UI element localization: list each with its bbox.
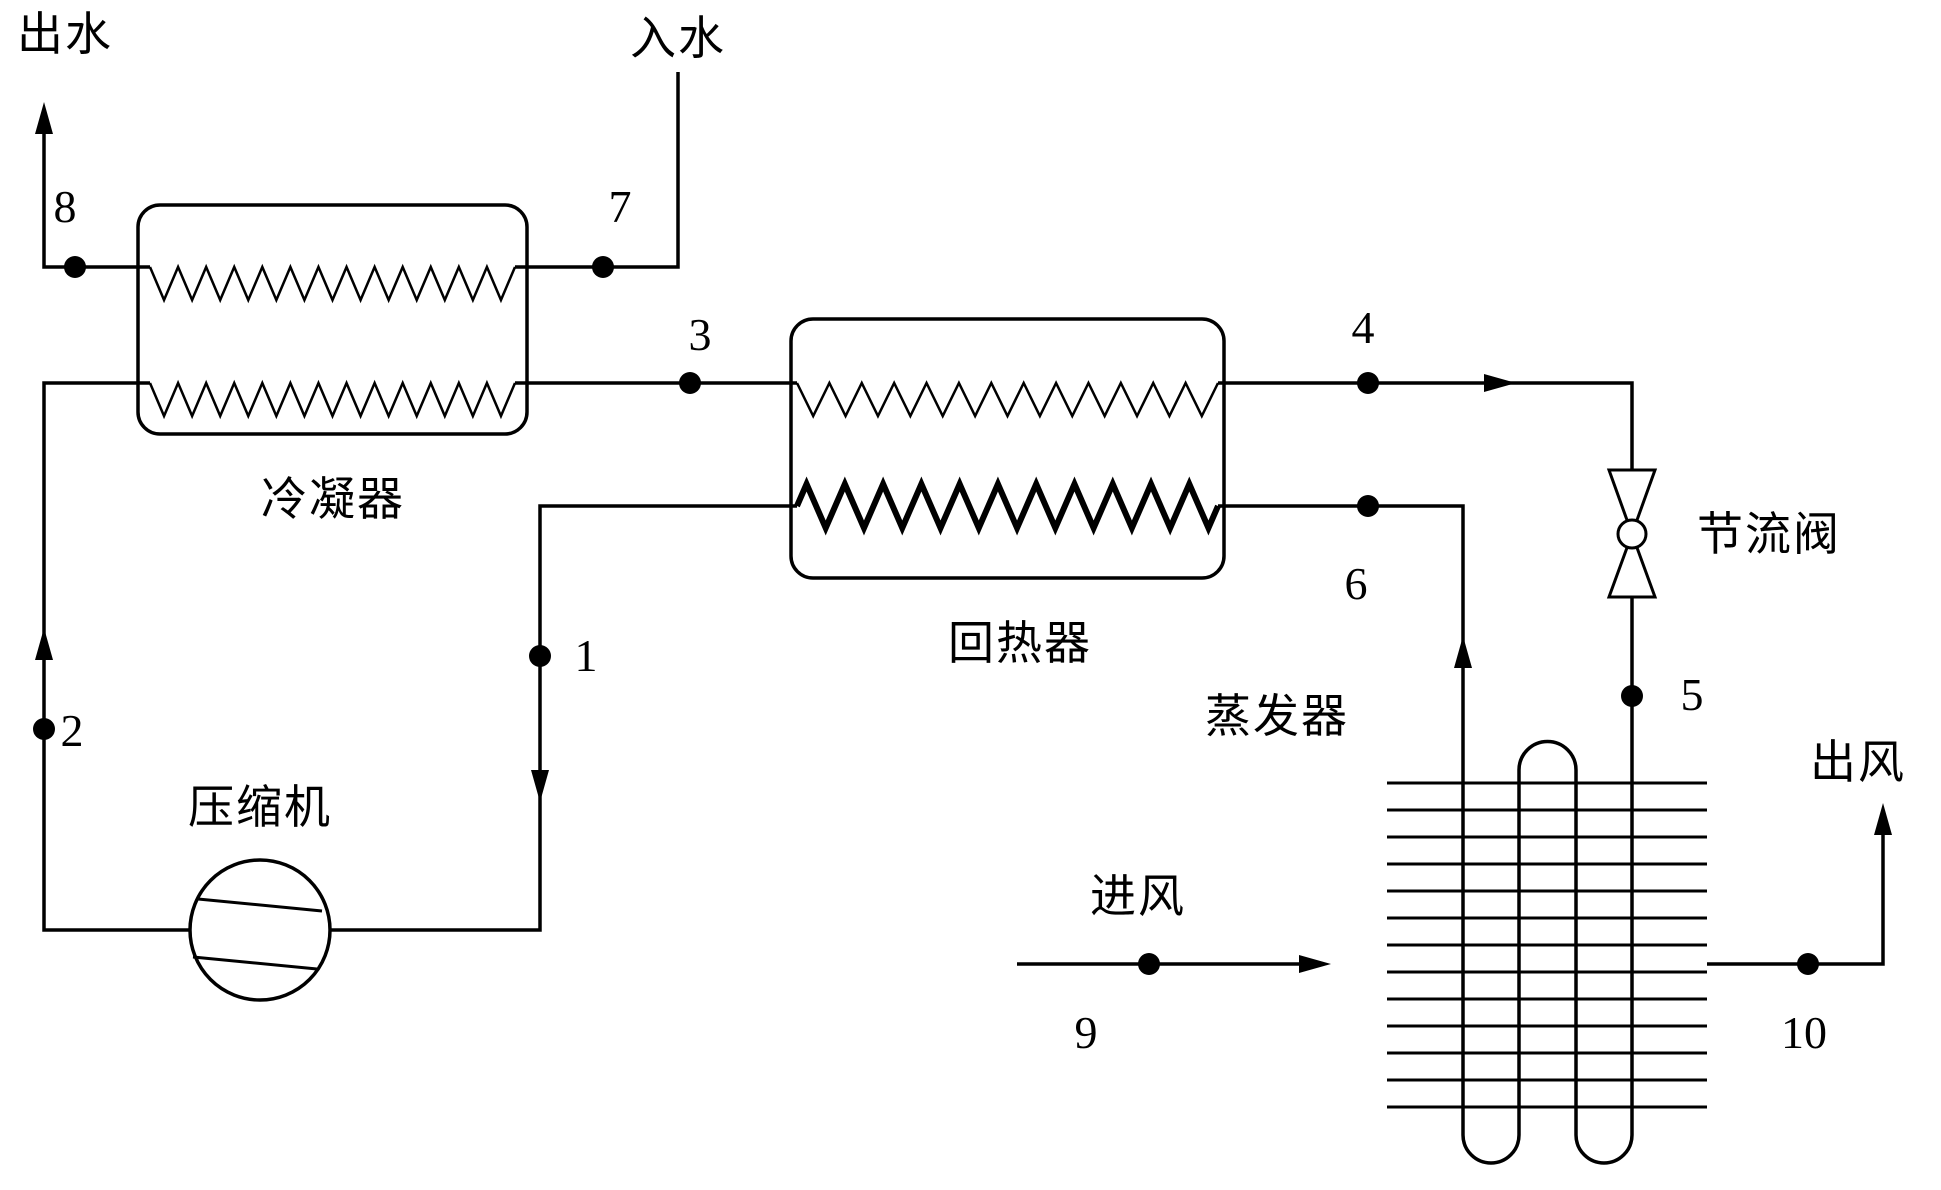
air-in-arrow-icon: [1299, 955, 1331, 973]
point-10-label: 10: [1781, 1007, 1827, 1058]
point-9-dot: [1138, 953, 1160, 975]
to-valve-right-arrow-icon: [1484, 374, 1516, 392]
suction-down-arrow-icon: [531, 770, 549, 802]
compressor-label: 压缩机: [188, 782, 332, 833]
air-in-label: 进风: [1090, 871, 1186, 922]
point-1-dot: [529, 645, 551, 667]
point-2-label: 2: [60, 705, 84, 756]
evaporator-fins: [1387, 781, 1707, 1109]
air-out-line: [1707, 832, 1885, 966]
water-in-pipe: [515, 72, 680, 269]
evaporator-outlet-up-arrow-icon: [1454, 636, 1472, 668]
throttle-valve-label: 节流阀: [1697, 509, 1841, 560]
regenerator-top-coil-zigzag: [795, 380, 1220, 419]
compressor-circle: [188, 858, 332, 1002]
compressor-discharge-up-arrow-icon: [35, 628, 53, 660]
point-3-label: 3: [688, 309, 712, 360]
regenerator-to-compressor-pipe: [330, 504, 797, 932]
regenerator-to-valve-pipe: [1218, 381, 1634, 470]
point-8-dot: [64, 256, 86, 278]
condenser-group: [136, 203, 529, 436]
point-2-dot: [33, 718, 55, 740]
state-point-dots-group: [33, 256, 1819, 975]
point-1-label: 1: [574, 630, 598, 681]
point-5-label: 5: [1680, 669, 1704, 720]
point-7-dot: [592, 256, 614, 278]
regenerator-bottom-coil-zigzag: [794, 476, 1221, 536]
point-5-dot: [1621, 685, 1643, 707]
air-out-arrow-icon: [1874, 803, 1892, 835]
air-out-label: 出风: [1810, 737, 1906, 788]
point-6-dot: [1357, 495, 1379, 517]
point-3-dot: [679, 372, 701, 394]
regenerator-group: [789, 317, 1226, 580]
evaporator-label: 蒸发器: [1205, 691, 1349, 742]
point-6-label: 6: [1344, 558, 1368, 609]
throttle-valve-group: [1606, 468, 1658, 599]
water-out-pipe: [42, 130, 150, 269]
regenerator-box: [789, 317, 1226, 580]
water-in-label: 入水: [630, 13, 726, 64]
throttle-valve-circle: [1616, 518, 1648, 550]
compressor-chord-lower: [192, 955, 318, 971]
water-out-label: 出水: [17, 9, 113, 60]
point-4-label: 4: [1351, 302, 1375, 353]
flow-arrows-group: [35, 102, 1892, 973]
throttle-valve-upper-triangle: [1606, 468, 1658, 539]
water-out-arrow-icon: [35, 102, 53, 134]
evaporator-serpentine-tube: [1218, 504, 1634, 1165]
condenser-box: [136, 203, 529, 436]
point-10-dot: [1797, 953, 1819, 975]
point-9-label: 9: [1074, 1007, 1098, 1058]
regenerator-label: 回热器: [948, 618, 1092, 669]
condenser-refrigerant-coil-zigzag: [148, 379, 517, 420]
condenser-water-coil-zigzag: [148, 263, 517, 304]
point-7-label: 7: [608, 181, 632, 232]
compressor-group: [188, 858, 332, 1002]
point-8-label: 8: [53, 181, 77, 232]
compressor-chord-upper: [197, 897, 323, 913]
condenser-label: 冷凝器: [261, 474, 405, 525]
point-4-dot: [1357, 372, 1379, 394]
compressor-to-condenser-pipe: [42, 381, 190, 932]
evaporator-coil-group: [1218, 504, 1707, 1165]
